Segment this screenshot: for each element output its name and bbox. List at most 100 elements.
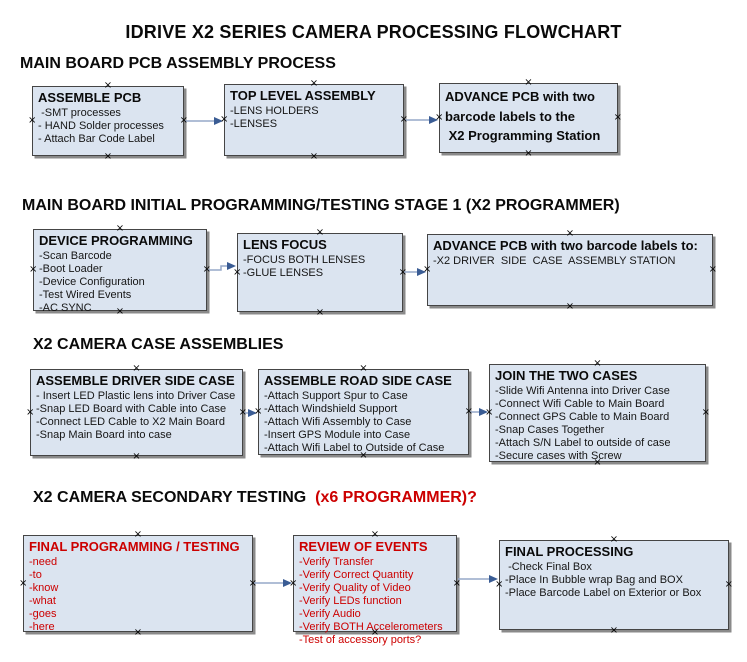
box-items: -Check Final Box-Place In Bubble wrap Ba… bbox=[505, 561, 723, 600]
box-device-programming[interactable]: DEVICE PROGRAMMING -Scan Barcode-Boot Lo… bbox=[29, 224, 211, 317]
box-item: -Verify Audio bbox=[299, 607, 361, 620]
box-items: -SMT processes- HAND Solder processes- A… bbox=[38, 107, 178, 146]
box-items: -LENS HOLDERS-LENSES bbox=[230, 105, 398, 131]
glue-point-icon: × bbox=[609, 625, 619, 636]
section-heading-red-text: (x6 PROGRAMMER)? bbox=[315, 489, 477, 506]
box-advance-pcb-programming-station[interactable]: ADVANCE PCB with two barcode labels to t… bbox=[435, 78, 622, 159]
connector-arrow-5[interactable] bbox=[244, 406, 258, 420]
box-item: -GLUE LENSES bbox=[243, 266, 324, 279]
box-item: -SMT processes bbox=[38, 106, 121, 119]
connector-arrow-8[interactable] bbox=[458, 572, 499, 586]
section-heading-initial-programming: MAIN BOARD INITIAL PROGRAMMING/TESTING S… bbox=[22, 197, 620, 215]
box-item: -need bbox=[29, 555, 58, 568]
glue-point-icon: × bbox=[28, 115, 37, 126]
box-items: -X2 DRIVER SIDE CASE ASSEMBLY STATION bbox=[433, 255, 707, 268]
box-items: - Insert LED Plastic lens into Driver Ca… bbox=[36, 390, 237, 442]
box-item: -Slide Wifi Antenna into Driver Case bbox=[495, 384, 670, 397]
box-item: -Snap LED Board with Cable into Case bbox=[36, 402, 227, 415]
glue-point-icon: × bbox=[524, 148, 533, 159]
box-item: -FOCUS BOTH LENSES bbox=[243, 253, 366, 266]
box-item: -Check Final Box bbox=[505, 560, 592, 573]
box-item: -Attach Wifi Label to Outside of Case bbox=[264, 441, 445, 454]
box-item: -goes bbox=[29, 607, 57, 620]
box-item: -what bbox=[29, 594, 56, 607]
box-item: -Connect LED Cable to X2 Main Board bbox=[36, 415, 225, 428]
glue-point-icon: × bbox=[29, 264, 38, 275]
box-top-level-assembly[interactable]: TOP LEVEL ASSEMBLY -LENS HOLDERS-LENSES … bbox=[220, 79, 408, 162]
box-item: -Attach Windshield Support bbox=[264, 402, 398, 415]
box-item: -Snap Main Board into case bbox=[36, 428, 172, 441]
box-item: -Secure cases with Screw bbox=[495, 449, 622, 462]
box-item: -Test of accessory ports? bbox=[299, 633, 422, 646]
box-join-the-two-cases[interactable]: JOIN THE TWO CASES -Slide Wifi Antenna i… bbox=[485, 359, 710, 468]
connector-arrow-6[interactable] bbox=[470, 405, 489, 419]
box-title: DEVICE PROGRAMMING bbox=[39, 233, 193, 248]
box-title: REVIEW OF EVENTS bbox=[299, 539, 428, 554]
box-item: - HAND Solder processes bbox=[38, 119, 164, 132]
box-title: ASSEMBLE PCB bbox=[38, 90, 142, 105]
box-items: -Verify Transfer-Verify Correct Quantity… bbox=[299, 556, 451, 647]
glue-point-icon: × bbox=[565, 301, 575, 312]
box-item: -X2 DRIVER SIDE CASE ASSEMBLY STATION bbox=[433, 254, 676, 267]
section-heading-pcb-assembly: MAIN BOARD PCB ASSEMBLY PROCESS bbox=[20, 55, 336, 73]
box-item: -Test Wired Events bbox=[39, 288, 132, 301]
glue-point-icon: × bbox=[26, 406, 35, 418]
box-items: -Scan Barcode-Boot Loader-Device Configu… bbox=[39, 250, 201, 315]
box-item: -to bbox=[29, 568, 42, 581]
box-item: -Verify Transfer bbox=[299, 555, 374, 568]
box-lens-focus[interactable]: LENS FOCUS -FOCUS BOTH LENSES-GLUE LENSE… bbox=[233, 228, 407, 318]
glue-point-icon: × bbox=[701, 407, 710, 418]
box-title: FINAL PROGRAMMING / TESTING bbox=[29, 539, 240, 554]
box-item: - Insert LED Plastic lens into Driver Ca… bbox=[36, 389, 236, 402]
connector-arrow-2[interactable] bbox=[405, 113, 439, 127]
box-assemble-road-side-case[interactable]: ASSEMBLE ROAD SIDE CASE -Attach Support … bbox=[254, 364, 473, 461]
glue-point-icon: × bbox=[132, 451, 141, 462]
box-item: -Attach Wifi Assembly to Case bbox=[264, 415, 412, 428]
box-title: TOP LEVEL ASSEMBLY bbox=[230, 88, 376, 103]
box-item: -Device Configuration bbox=[39, 275, 145, 288]
connector-arrow-7[interactable] bbox=[254, 576, 293, 590]
glue-point-icon: × bbox=[103, 151, 113, 162]
box-item: -Boot Loader bbox=[39, 262, 103, 275]
box-items: -need-to-know-what-goes-here bbox=[29, 556, 247, 634]
section-heading-text: MAIN BOARD PCB ASSEMBLY PROCESS bbox=[20, 55, 336, 72]
box-title: ADVANCE PCB with two barcode labels to t… bbox=[445, 89, 601, 143]
box-item: -Verify BOTH Accelerometers bbox=[299, 620, 443, 633]
box-item: -here bbox=[29, 620, 55, 633]
box-title: ADVANCE PCB with two barcode labels to: bbox=[433, 238, 698, 253]
box-item: -LENS HOLDERS bbox=[230, 104, 319, 117]
section-heading-text: X2 CAMERA SECONDARY TESTING bbox=[33, 489, 316, 506]
box-review-of-events[interactable]: REVIEW OF EVENTS -Verify Transfer-Verify… bbox=[289, 530, 461, 646]
box-final-programming-testing[interactable]: FINAL PROGRAMMING / TESTING -need-to-kno… bbox=[19, 530, 257, 638]
box-assemble-pcb[interactable]: ASSEMBLE PCB -SMT processes- HAND Solder… bbox=[28, 81, 188, 162]
box-title: LENS FOCUS bbox=[243, 237, 327, 252]
box-item: - Attach Bar Code Label bbox=[38, 132, 155, 145]
box-item: -Place In Bubble wrap Bag and BOX bbox=[505, 573, 683, 586]
box-advance-pcb-driver-side[interactable]: ADVANCE PCB with two barcode labels to: … bbox=[423, 229, 717, 312]
section-heading-case-assemblies: X2 CAMERA CASE ASSEMBLIES bbox=[33, 336, 283, 354]
box-item: -Connect Wifi Cable to Main Board bbox=[495, 397, 665, 410]
box-items: -FOCUS BOTH LENSES-GLUE LENSES bbox=[243, 254, 397, 280]
box-items: -Attach Support Spur to Case-Attach Wind… bbox=[264, 390, 463, 455]
section-heading-secondary-testing: X2 CAMERA SECONDARY TESTING (x6 PROGRAMM… bbox=[33, 489, 477, 507]
box-assemble-driver-side-case[interactable]: ASSEMBLE DRIVER SIDE CASE - Insert LED P… bbox=[26, 364, 247, 462]
box-title: JOIN THE TWO CASES bbox=[495, 368, 638, 383]
box-item: -Scan Barcode bbox=[39, 249, 112, 262]
connector-arrow-4[interactable] bbox=[404, 265, 427, 279]
box-item: -Place Barcode Label on Exterior or Box bbox=[505, 586, 702, 599]
box-title: FINAL PROCESSING bbox=[505, 544, 634, 559]
box-item: -Verify Quality of Video bbox=[299, 581, 411, 594]
box-items: -Slide Wifi Antenna into Driver Case-Con… bbox=[495, 385, 700, 463]
connector-arrow-3[interactable] bbox=[208, 259, 237, 275]
section-heading-text: X2 CAMERA CASE ASSEMBLIES bbox=[33, 336, 284, 353]
box-final-processing[interactable]: FINAL PROCESSING -Check Final Box-Place … bbox=[495, 535, 733, 636]
box-title: ASSEMBLE ROAD SIDE CASE bbox=[264, 373, 452, 388]
connector-arrow-1[interactable] bbox=[185, 114, 224, 128]
box-item: -Insert GPS Module into Case bbox=[264, 428, 411, 441]
glue-point-icon: × bbox=[613, 112, 622, 123]
box-item: -Connect GPS Cable to Main Board bbox=[495, 410, 670, 423]
glue-point-icon: × bbox=[19, 577, 28, 589]
section-heading-text: MAIN BOARD INITIAL PROGRAMMING/TESTING S… bbox=[22, 197, 620, 214]
page-title: IDRIVE X2 SERIES CAMERA PROCESSING FLOWC… bbox=[125, 22, 622, 42]
